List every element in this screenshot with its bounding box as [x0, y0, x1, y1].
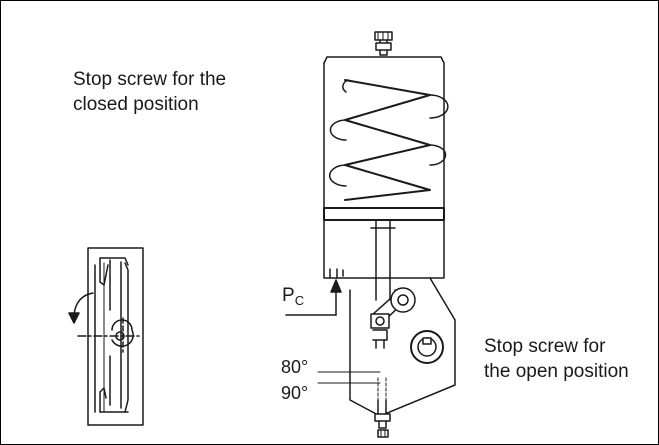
rotation-arrow-icon [68, 292, 94, 324]
pressure-label: PC [282, 285, 304, 308]
pressure-subscript: C [294, 293, 305, 308]
valve-disc-detail [77, 247, 144, 426]
open-stop-label: Stop screw for the open position [484, 336, 629, 382]
angle-90-label: 90° [281, 383, 309, 403]
open-stop-screw [374, 399, 391, 438]
pressure-symbol: P [282, 285, 295, 306]
angle-80-label: 80° [281, 357, 309, 377]
piston-rod [370, 219, 396, 301]
spring-cylinder [323, 56, 449, 279]
closed-stop-screw [374, 31, 393, 56]
closed-stop-label: Stop screw for the closed position [73, 69, 227, 115]
air-port [329, 268, 344, 279]
crank-lever [370, 287, 416, 349]
drive-shaft [410, 330, 444, 364]
pressure-arrow-icon [285, 279, 342, 316]
angle-reference [317, 371, 387, 401]
